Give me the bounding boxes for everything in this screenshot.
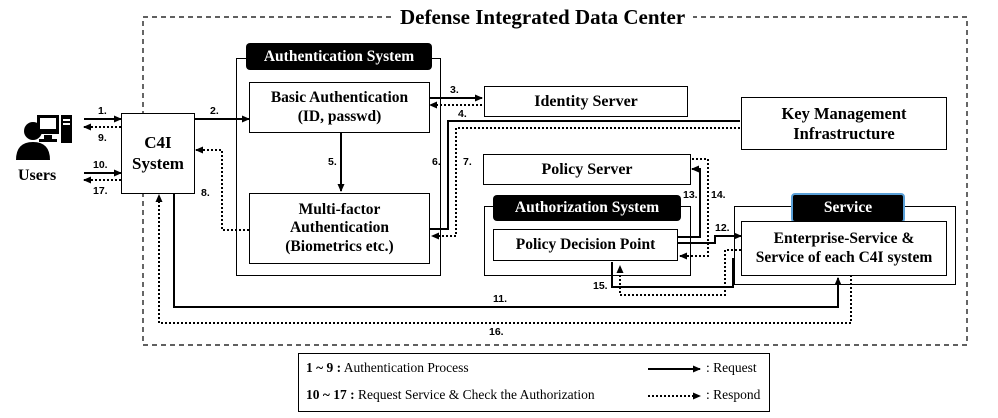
step-2-label: 2. (210, 105, 219, 117)
step-7-label: 7. (463, 156, 472, 168)
policy-decision-point-box: Policy Decision Point (493, 229, 678, 261)
step-15-label: 15. (593, 280, 608, 292)
step-17-label: 17. (93, 185, 108, 197)
step-12-label: 12. (715, 222, 730, 234)
legend-service-process: 10 ~ 17 : Request Service & Check the Au… (306, 387, 595, 403)
step-10-label: 10. (93, 159, 108, 171)
basic-auth-line1: Basic Authentication (270, 88, 409, 106)
step-6-label: 6. (432, 156, 441, 168)
service-line1: Enterprise-Service & (773, 229, 915, 247)
step-5-label: 5. (328, 156, 337, 168)
kmi-line1: Key Management (781, 103, 907, 123)
legend-auth-range: 1 ~ 9 : (306, 360, 342, 375)
step-16-label: 16. (489, 326, 504, 338)
authentication-system-tag: Authentication System (246, 43, 432, 70)
c4i-line2: System (132, 153, 184, 173)
service-tag: Service (791, 193, 905, 223)
basic-authentication-box: Basic Authentication(ID, passwd) (249, 82, 430, 133)
basic-auth-line2: (ID, passwd) (297, 107, 382, 125)
diagram-title: Defense Integrated Data Center (392, 5, 694, 30)
mfa-line3: (Biometrics etc.) (285, 237, 394, 255)
arrow-14 (679, 158, 709, 260)
step-4-label: 4. (458, 108, 467, 120)
arrow-8 (195, 146, 249, 231)
c4i-line1: C4I (144, 133, 172, 153)
policy-server-box: Policy Server (483, 154, 691, 185)
authorization-system-tag: Authorization System (493, 195, 681, 221)
kmi-line2: Infrastructure (793, 123, 895, 143)
legend-respond-label: : Respond (706, 387, 761, 402)
arrow-16 (155, 194, 852, 324)
arrow-11 (173, 194, 842, 308)
legend-request-label: : Request (706, 360, 757, 375)
arrow-13 (678, 165, 701, 238)
enterprise-service-box: Enterprise-Service &Service of each C4I … (741, 221, 947, 276)
user-computer-icon (16, 115, 72, 160)
identity-server-box: Identity Server (484, 86, 688, 117)
service-line2: Service of each C4I system (755, 248, 933, 266)
users-label: Users (18, 167, 57, 184)
mfa-line1: Multi-factor (298, 200, 381, 218)
step-3-label: 3. (450, 84, 459, 96)
legend-box (298, 353, 770, 412)
legend-service-range: 10 ~ 17 : (306, 387, 355, 402)
step-8-label: 8. (201, 187, 210, 199)
step-11-label: 11. (493, 293, 508, 305)
arrow-4-6 (430, 120, 740, 230)
mfa-line2: Authentication (289, 219, 390, 237)
step-1-label: 1. (98, 105, 107, 117)
legend-auth-desc: Authentication Process (341, 360, 469, 375)
legend-service-desc: Request Service & Check the Authorizatio… (354, 387, 595, 402)
arrow-12b (611, 258, 734, 288)
legend-auth-process: 1 ~ 9 : Authentication Process (306, 360, 469, 376)
arrow-7 (431, 127, 740, 240)
step-13-label: 13. (683, 189, 698, 201)
step-14-label: 14. (711, 189, 726, 201)
arrow-12 (678, 232, 742, 244)
arrow-15 (616, 249, 741, 296)
step-9-label: 9. (98, 132, 107, 144)
